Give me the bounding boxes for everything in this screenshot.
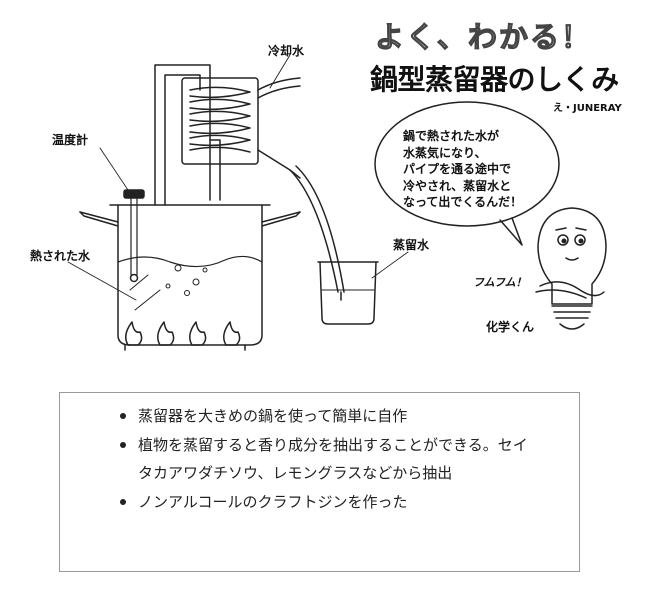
leader-cooling (269, 54, 291, 89)
character-exclamation: フムフム！ (473, 276, 527, 289)
list-item: ノンアルコールのクラフトジンを作った (120, 488, 530, 517)
leader-thermo (99, 147, 129, 191)
delivery-tube (289, 165, 345, 301)
leader-hotwater (67, 261, 137, 301)
speech-bubble-text: 鍋で熱された水が 水蒸気になり、 パイプを通る途中で 冷やされ、蒸留水と なって… (403, 129, 523, 209)
light-bulb-character (535, 207, 607, 330)
thermometer (123, 189, 145, 283)
label-thermometer: 温度計 (52, 133, 89, 147)
speech-bubble (374, 101, 560, 246)
bullet-icon (120, 441, 126, 448)
condenser-coil (181, 77, 301, 179)
flames (124, 321, 246, 351)
label-cooling-water: 冷却水 (268, 44, 305, 58)
list-item: 蒸留器を大きめの鍋を使って簡単に自作 (120, 402, 530, 431)
label-distilled-water: 蒸留水 (393, 238, 430, 252)
beaker (317, 261, 379, 325)
artist-credit: え・JUNERAY (553, 103, 622, 114)
leader-distilled (371, 251, 409, 279)
bullet-icon (120, 413, 126, 419)
still-column (154, 64, 221, 206)
poster-subtitle: よく、わかる！ (374, 19, 593, 54)
list-item: 植物を蒸留すると香り成分を抽出することができる。セイタカアワダチソウ、レモングラ… (120, 431, 530, 488)
character-name: 化学くん (486, 320, 535, 334)
still-illustration (67, 54, 607, 351)
label-heated-water: 熱された水 (30, 249, 91, 263)
notes-list: 蒸留器を大きめの鍋を使って簡単に自作 植物を蒸留すると香り成分を抽出することがで… (120, 402, 530, 516)
notes-box: 蒸留器を大きめの鍋を使って簡単に自作 植物を蒸留すると香り成分を抽出することがで… (59, 392, 580, 572)
bubbles (165, 264, 208, 296)
poster-title: 鍋型蒸留器のしくみ (370, 63, 619, 96)
bullet-icon (120, 498, 126, 505)
pot (79, 204, 301, 346)
